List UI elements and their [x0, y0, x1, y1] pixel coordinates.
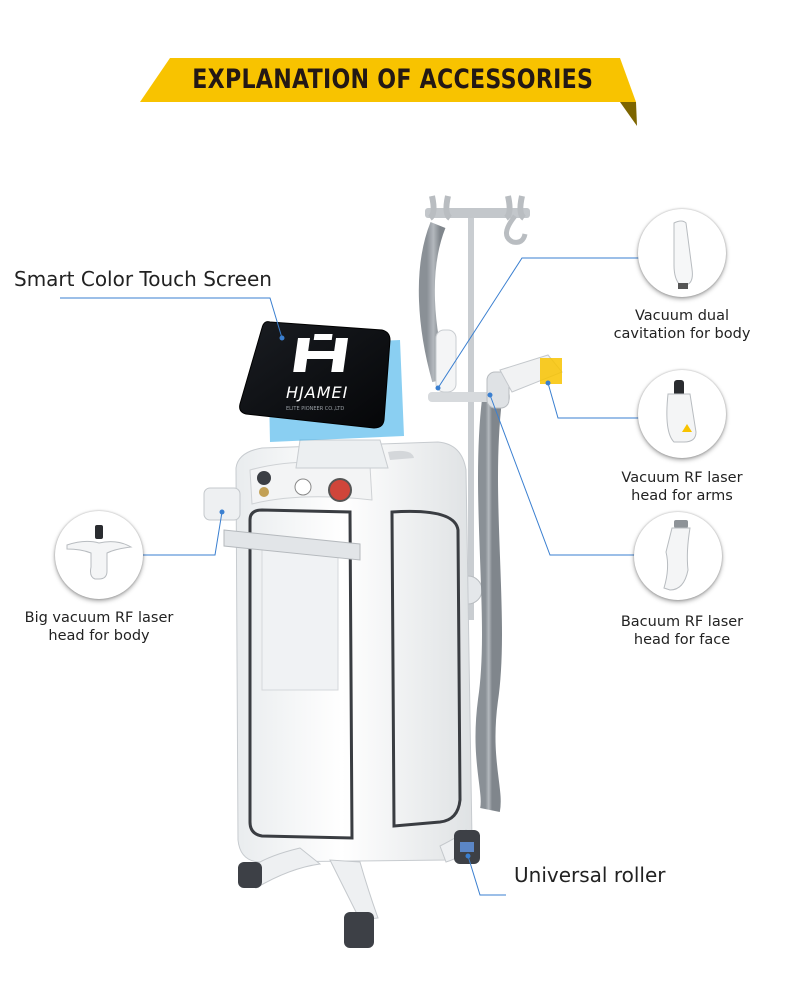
callout-line: head for arms [631, 488, 733, 504]
callout-line: head for body [48, 628, 150, 644]
callout-line: Vacuum RF laser [621, 470, 743, 486]
hook-icon [504, 214, 528, 245]
vacuum-dual-handpiece-icon [673, 220, 693, 289]
page-title: EXPLANATION OF ACCESSORIES [192, 64, 594, 95]
callout-line: Vacuum dual [634, 308, 730, 324]
callout-line: head for face [633, 632, 731, 648]
rf-body-thumbnail [55, 511, 143, 599]
callout-line: Bacuum RF laser [620, 614, 744, 630]
vacuum-hose [475, 398, 502, 812]
brand-logo-subtext: ELITE PIONEER CO.,LTD [286, 406, 344, 412]
wheel [238, 862, 262, 888]
callout-rf-arms: Vacuum RF laser head for arms [600, 469, 764, 505]
header-banner [0, 0, 790, 140]
callout-screen: Smart Color Touch Screen [14, 267, 272, 291]
brand-logo [293, 334, 348, 372]
touch-screen [239, 321, 391, 429]
rf-face-handpiece-icon [663, 520, 691, 591]
support-pole [468, 210, 474, 620]
callout-roller: Universal roller [514, 863, 666, 887]
callout-vacuum-dual: Vacuum dual cavitation for body [600, 307, 764, 343]
vacuum-dual-thumbnail [638, 209, 726, 297]
brand-logo-text: HJAMEI [286, 383, 348, 402]
wheel [344, 912, 374, 948]
rf-arms-handpiece-icon [666, 380, 697, 443]
banner-fold [620, 102, 637, 126]
big-rf-body-handpiece-icon [66, 525, 133, 580]
callout-line: Big vacuum RF laser [24, 610, 174, 626]
rf-face-thumbnail [634, 512, 722, 600]
callout-rf-face: Bacuum RF laser head for face [600, 613, 764, 649]
leader-lines [60, 257, 640, 896]
rf-arms-thumbnail [638, 370, 726, 458]
banner-ribbon [140, 58, 636, 102]
callout-line: cavitation for body [613, 326, 751, 342]
callout-rf-body: Big vacuum RF laser head for body [14, 609, 184, 645]
